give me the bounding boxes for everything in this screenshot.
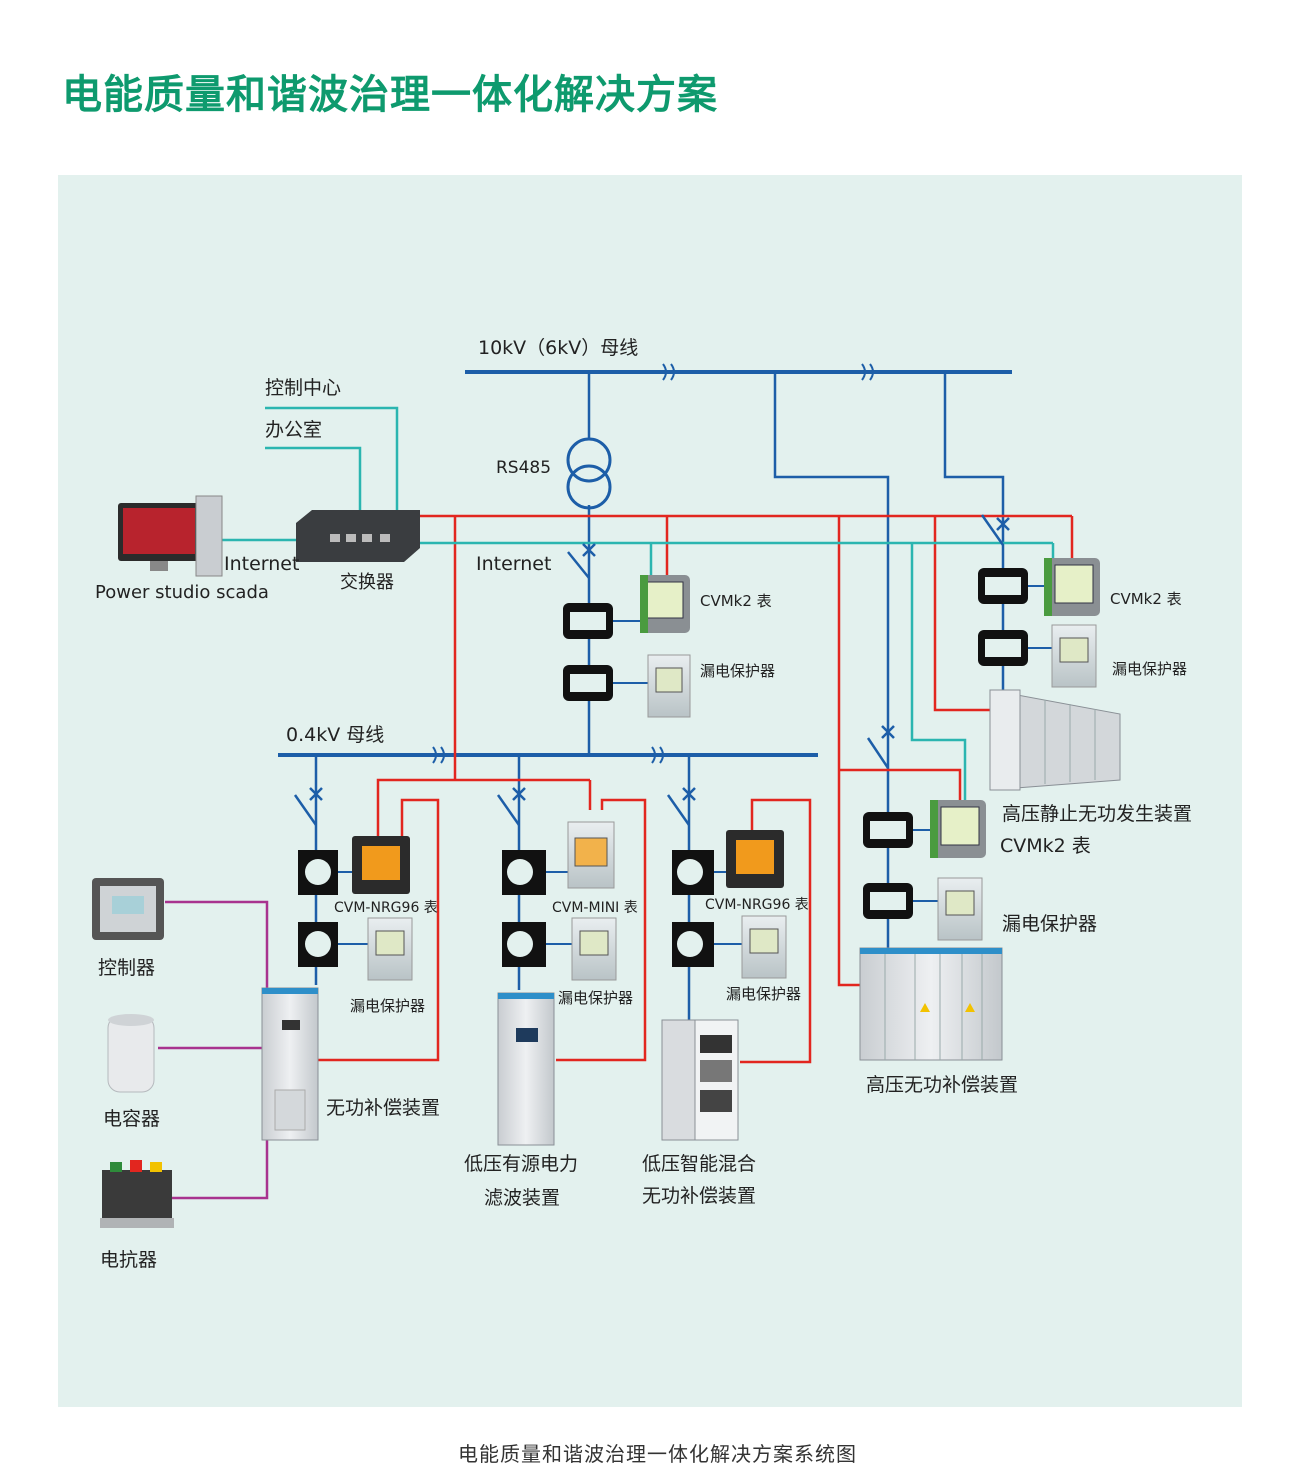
ct-icon (563, 665, 613, 701)
breaker-icon (496, 787, 526, 826)
hv-comp-cabinet (859, 947, 1003, 1061)
control-center-label: 控制中心 (265, 377, 341, 399)
cvm-nrg96-meter (352, 836, 410, 894)
switch-label: 交换器 (340, 572, 394, 593)
leakage-relay (647, 654, 691, 718)
cvmk2-meter (640, 575, 690, 633)
leakage-relay-label: 漏电保护器 (726, 985, 801, 1003)
lv-bus (278, 746, 818, 764)
leakage-relay-label: 漏电保护器 (558, 989, 633, 1007)
internet-label: Internet (224, 553, 299, 575)
breaker-icon (980, 514, 1010, 546)
apf-cabinet (497, 992, 555, 1146)
hv-comp-label: 高压无功补偿装置 (866, 1074, 1018, 1096)
hv-bus (465, 363, 1012, 381)
scada-label: Power studio scada (95, 582, 269, 603)
transformer-icon (566, 437, 612, 510)
capacitor-icon (107, 1014, 155, 1093)
ring-ct-icon (502, 850, 546, 895)
leakage-relay (367, 917, 413, 981)
leakage-relay (937, 877, 983, 941)
teal-comm-lines (222, 406, 1055, 800)
controller-label: 控制器 (98, 957, 155, 979)
cvmk2-meter (930, 800, 986, 858)
hybrid-comp-label: 低压智能混合 (642, 1153, 756, 1175)
breaker-icon (293, 787, 323, 826)
cvm-nrg96-meter (726, 830, 784, 888)
network-switch-icon (296, 510, 420, 562)
reactive-comp-label: 无功补偿装置 (326, 1097, 440, 1119)
hybrid-comp-label: 无功补偿装置 (642, 1185, 756, 1207)
diagram-caption: 电能质量和谐波治理一体化解决方案系统图 (458, 1442, 857, 1466)
rs485-label: RS485 (496, 458, 551, 478)
breaker-icon (567, 543, 596, 579)
leakage-relay (741, 915, 787, 979)
cvm-nrg96-label: CVM-NRG96 表 (705, 897, 809, 913)
leakage-relay (1051, 624, 1097, 688)
leakage-relay-label: 漏电保护器 (1112, 660, 1187, 678)
ct-icon (563, 603, 613, 639)
cvmk2-label: CVMk2 表 (700, 592, 772, 610)
svg-device-cabinet (989, 689, 1121, 791)
apf-label: 低压有源电力 (464, 1153, 578, 1175)
computer-icon (118, 495, 223, 577)
breaker-icon (866, 725, 895, 769)
cvmk2-label: CVMk2 表 (1110, 590, 1182, 608)
controller-icon (92, 878, 164, 940)
hybrid-comp-cabinet (661, 1019, 739, 1141)
ct-icon (863, 812, 913, 848)
apf-label: 滤波装置 (484, 1187, 560, 1209)
ring-ct-icon (298, 850, 338, 895)
ct-icon (863, 883, 913, 919)
diagram-panel (58, 175, 1242, 1407)
reactor-icon (100, 1160, 174, 1228)
cvm-mini-label: CVM-MINI 表 (552, 900, 638, 916)
reactive-comp-cabinet (261, 987, 319, 1141)
red-power-lines (318, 514, 1074, 1064)
ct-icon (978, 630, 1028, 666)
ring-ct-icon (502, 922, 546, 967)
cvmk2-meter (1044, 558, 1100, 616)
leakage-relay-label: 漏电保护器 (350, 997, 425, 1015)
ring-ct-icon (298, 922, 338, 967)
leakage-relay-label: 漏电保护器 (700, 662, 775, 680)
ring-ct-icon (672, 922, 714, 967)
breaker-icon (666, 787, 696, 826)
ct-icon (978, 568, 1028, 604)
cvm-mini-meter (567, 821, 615, 889)
purple-device-lines (158, 900, 269, 1200)
lv-bus-label: 0.4kV 母线 (286, 724, 384, 746)
leakage-relay-label: 漏电保护器 (1002, 913, 1097, 935)
page-title: 电能质量和谐波治理一体化解决方案 (62, 72, 718, 118)
internet-label: Internet (476, 553, 551, 575)
cvmk2-label: CVMk2 表 (1000, 835, 1091, 857)
capacitor-label: 电容器 (103, 1108, 160, 1130)
hv-bus-label: 10kV（6kV）母线 (478, 337, 638, 359)
svg-device-label: 高压静止无功发生装置 (1002, 803, 1192, 825)
ring-ct-icon (672, 850, 714, 895)
office-label: 办公室 (265, 419, 322, 441)
leakage-relay (571, 917, 617, 981)
cvm-nrg96-label: CVM-NRG96 表 (334, 900, 438, 916)
reactor-label: 电抗器 (100, 1249, 157, 1271)
meter-links (338, 585, 1052, 945)
